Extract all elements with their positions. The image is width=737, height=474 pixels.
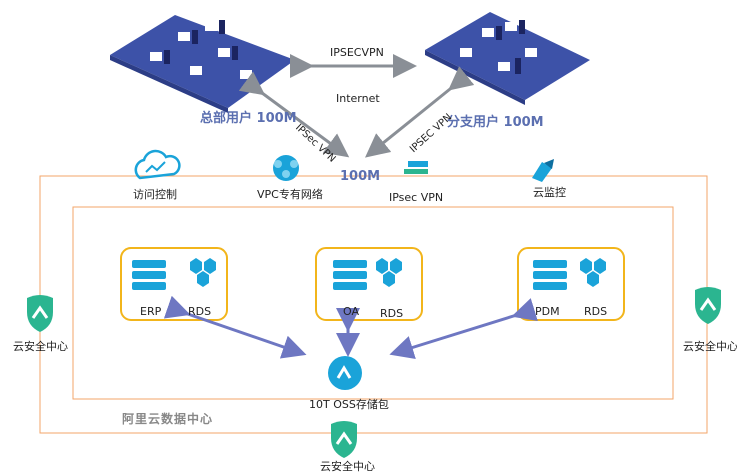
pdm-server-icon bbox=[533, 260, 567, 290]
oa-server-label: OA bbox=[343, 305, 359, 318]
vpn-link-hq-cloud bbox=[238, 71, 350, 158]
security-center-right-label: 云安全中心 bbox=[683, 340, 737, 353]
cloud-monitor-label: 云监控 bbox=[533, 186, 566, 199]
erp-rds-label: RDS bbox=[188, 305, 212, 318]
erp-rds-icon bbox=[190, 258, 216, 287]
oss-storage-icon bbox=[328, 356, 362, 390]
pdm-server-label: PDM bbox=[535, 305, 560, 318]
security-center-right-icon bbox=[695, 287, 721, 324]
oa-rds-label: RDS bbox=[380, 307, 404, 320]
ipsec-vpn-label: IPsec VPN bbox=[389, 191, 444, 204]
security-center-left-label: 云安全中心 bbox=[13, 340, 68, 353]
oa-rds-icon bbox=[376, 258, 402, 287]
ipsec-vpn-icon bbox=[404, 161, 428, 174]
vpc-network-icon bbox=[273, 155, 299, 181]
vpn-link-label: IPSECVPN bbox=[330, 46, 384, 59]
access-control-label: 访问控制 bbox=[133, 188, 177, 201]
arrow-pdm-oss bbox=[389, 298, 538, 359]
datacenter-border bbox=[72, 206, 674, 400]
pdm-rds-label: RDS bbox=[584, 305, 608, 318]
vpn-link-branch-cloud bbox=[364, 66, 475, 158]
bandwidth-label: 100M bbox=[340, 169, 381, 184]
oa-server-icon bbox=[333, 260, 367, 290]
internet-label: Internet bbox=[336, 92, 380, 105]
oss-label: 10T OSS存储包 bbox=[309, 398, 389, 411]
security-center-bottom-icon bbox=[331, 421, 357, 458]
erp-server-label: ERP bbox=[140, 305, 162, 318]
pdm-rds-icon bbox=[580, 258, 606, 287]
oa-group-box bbox=[315, 247, 423, 321]
vpc-label: VPC专有网络 bbox=[257, 188, 323, 201]
cloud-monitor-icon bbox=[532, 159, 554, 182]
branch-site-icon bbox=[425, 12, 590, 105]
security-center-left-icon bbox=[27, 295, 53, 332]
datacenter-label: 阿里云数据中心 bbox=[122, 412, 214, 426]
security-center-bottom-label: 云安全中心 bbox=[320, 460, 375, 473]
pdm-group-box bbox=[517, 247, 625, 321]
cloud-icon bbox=[134, 149, 181, 180]
branch-label: 分支用户 100M bbox=[447, 115, 544, 130]
erp-server-icon bbox=[132, 260, 166, 290]
hq-label: 总部用户 100M bbox=[200, 111, 297, 126]
arrow-erp-oss bbox=[163, 295, 307, 359]
